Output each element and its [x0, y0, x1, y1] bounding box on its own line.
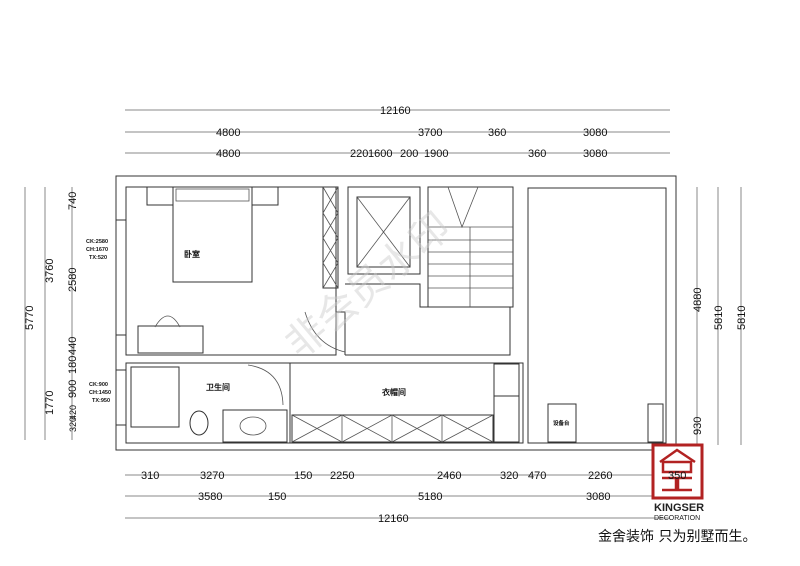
room-label-closet: 衣帽间	[382, 387, 406, 397]
sink	[239, 416, 267, 436]
dim-label: 4880	[692, 288, 704, 312]
toilet	[189, 410, 209, 436]
dim-label: 1770	[44, 391, 56, 415]
dim-label: 440	[67, 337, 79, 355]
dim-label: 220	[350, 148, 368, 160]
svg-text:KINGSER: KINGSER	[654, 502, 704, 514]
bed	[172, 186, 253, 283]
dim-label: 3580	[198, 491, 222, 503]
note: TX:520	[89, 255, 107, 261]
bottom-dimensions: 310 3270 150 2250 2460 320 470 2260 3580…	[125, 470, 670, 525]
dim-label: 180	[67, 356, 79, 374]
window-note-bedroom: CK:2580 CH:1670 TX:520	[86, 239, 108, 261]
dim-label: 2260	[588, 470, 612, 482]
dim-label: 420	[68, 405, 78, 420]
vanity	[222, 409, 288, 443]
shower	[130, 366, 180, 428]
bedroom-furniture	[137, 186, 339, 354]
svg-text:DECORATION: DECORATION	[654, 515, 700, 522]
dim-label: 5180	[418, 491, 442, 503]
dim-label: 740	[67, 192, 79, 210]
dim-label: 3080	[586, 491, 610, 503]
dim-label: 3080	[583, 127, 607, 139]
dim-label: 1600	[368, 148, 392, 160]
note: CK:2580	[86, 239, 108, 245]
dim-top-overall: 12160	[380, 105, 411, 117]
dim-label: 2250	[330, 470, 354, 482]
dim-label: 2580	[67, 268, 79, 292]
dim-label: 3760	[44, 259, 56, 283]
kingser-logo: KINGSER DECORATION	[651, 443, 704, 522]
dim-label: 320	[68, 417, 78, 432]
dim-label: 5810	[736, 306, 748, 330]
dim-label: 150	[268, 491, 286, 503]
staircase	[428, 186, 513, 307]
room-label-equipment: 设备台	[553, 419, 570, 427]
dim-label: 3700	[418, 127, 442, 139]
dim-label: 5810	[713, 306, 725, 330]
dim-label: 1900	[424, 148, 448, 160]
bathroom-fixtures	[130, 311, 346, 443]
window-note-bathroom: CK:900 CH:1450 TX:950	[89, 382, 111, 404]
dim-label: 930	[692, 417, 704, 435]
chair	[154, 315, 181, 328]
nightstand	[146, 186, 174, 206]
dim-label: 150	[294, 470, 312, 482]
dim-label: 3080	[583, 148, 607, 160]
dim-label: 360	[528, 148, 546, 160]
walls	[115, 175, 677, 451]
dim-label: 4800	[216, 127, 240, 139]
dim-bottom-overall: 12160	[378, 513, 409, 525]
desk	[137, 325, 204, 354]
room-label-bedroom: 卧室	[184, 249, 200, 259]
top-dimensions: 12160 4800 3700 360 3080 4800 220 1600 2…	[125, 105, 670, 160]
right-dimensions: 4880 930 5810 5810	[692, 187, 748, 445]
note: CH:1670	[86, 247, 108, 253]
note: CH:1450	[89, 390, 111, 396]
dim-label: 360	[488, 127, 506, 139]
dim-label: 200	[400, 148, 418, 160]
closet-cabinets	[291, 363, 664, 443]
dim-left-overall: 5770	[24, 306, 36, 330]
room-label-bathroom: 卫生间	[206, 382, 230, 392]
left-dimensions: 5770 3760 1770 740 2580 440 180 900 420 …	[24, 187, 79, 440]
watermark: 非会员水印	[278, 205, 459, 367]
dim-label: 2460	[437, 470, 461, 482]
nightstand	[251, 186, 279, 206]
dim-label: 900	[67, 380, 79, 398]
dim-label: 3270	[200, 470, 224, 482]
dim-label: 4800	[216, 148, 240, 160]
dim-label: 470	[528, 470, 546, 482]
door-swing	[247, 364, 284, 406]
dim-label: 350	[668, 470, 686, 482]
note: CK:900	[89, 382, 108, 388]
dim-label: 310	[141, 470, 159, 482]
note: TX:950	[92, 398, 110, 404]
door-swing	[304, 311, 346, 353]
dim-label: 320	[500, 470, 518, 482]
slogan: 金舍装饰 只为别墅而生。	[598, 529, 757, 545]
